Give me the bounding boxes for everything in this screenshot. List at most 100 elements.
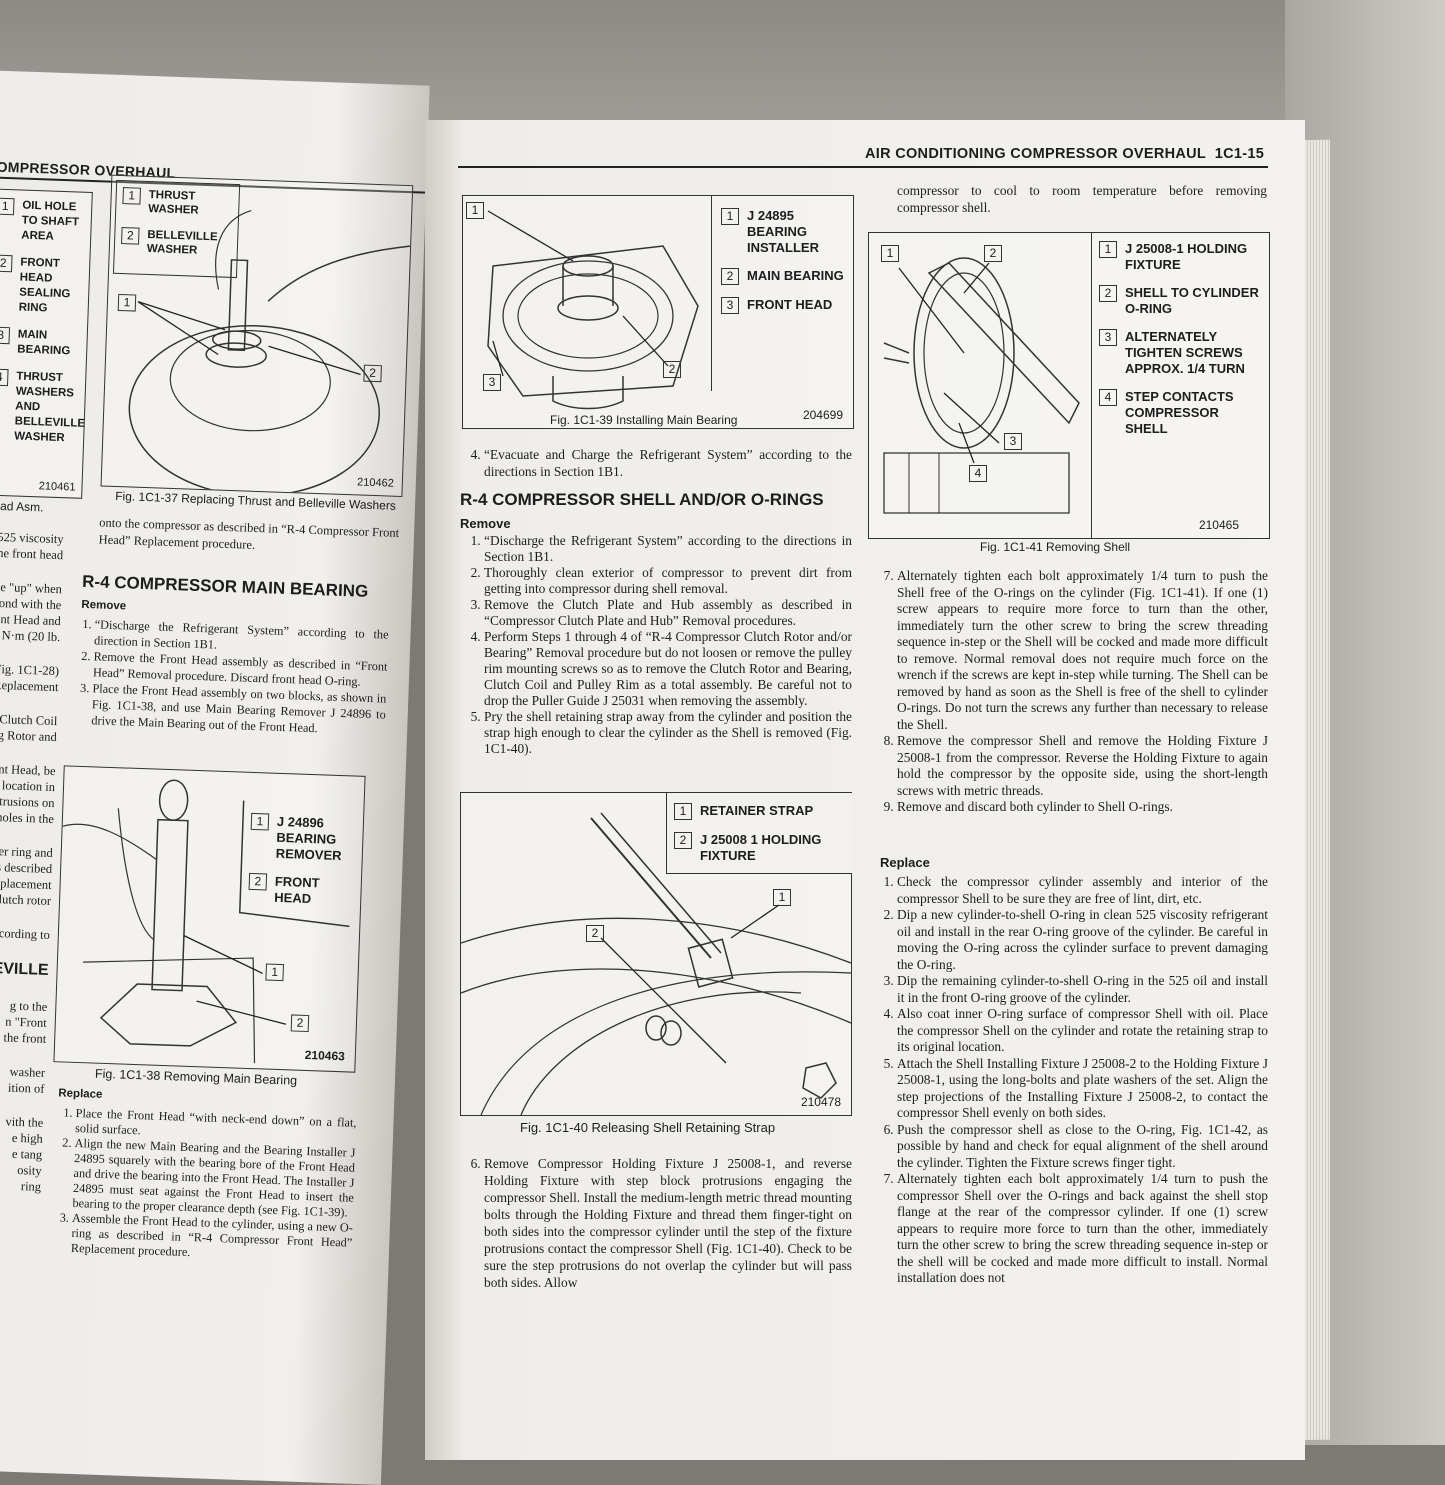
legend-number: 3: [721, 297, 739, 314]
step-6: Remove Compressor Holding Fixture J 2500…: [460, 1155, 852, 1291]
text-fragment: the front: [3, 1030, 47, 1046]
legend-number: 3: [1099, 329, 1117, 346]
text-fragment: vith the: [5, 1114, 44, 1130]
list-item: Thoroughly clean exterior of compressor …: [484, 565, 852, 597]
text-fragment: e tang: [11, 1146, 43, 1162]
replace-heading: Replace: [58, 1087, 103, 1101]
header-title: AIR CONDITIONING COMPRESSOR OVERHAUL: [865, 146, 1207, 162]
legend-number: 1: [250, 812, 270, 831]
text-fragment: iner ring and: [0, 843, 53, 861]
callout-1: 1: [773, 889, 791, 906]
text-fragment: the Front Head and: [0, 611, 62, 629]
legend-label: ALTERNATELY TIGHTEN SCREWS APPROX. 1/4 T…: [1125, 329, 1245, 376]
list-item: Also coat inner O-ring surface of compre…: [897, 1006, 1268, 1056]
text-fragment: EVILLE: [0, 959, 49, 979]
legend-item: 3 MAIN BEARING: [0, 326, 85, 360]
callout-3: 3: [483, 374, 501, 391]
remove-steps: “Discharge the Refrigerant System” accor…: [460, 533, 852, 757]
list-item: “Discharge the Refrigerant System” accor…: [484, 533, 852, 565]
section-title: R-4 COMPRESSOR MAIN BEARING: [81, 571, 369, 601]
legend-number: 2: [674, 832, 692, 849]
text-fragment: g to the: [9, 998, 48, 1014]
figure-code: 210465: [1198, 518, 1239, 532]
text-fragment: ition of: [7, 1080, 45, 1096]
list-item: Dip a new cylinder-to-shell O-ring in cl…: [897, 907, 1268, 973]
text-fragment: , using Rotor and: [0, 727, 58, 745]
text-fragment: mbly, Clutch Coil: [0, 711, 58, 729]
list-item: Remove and discard both cylinder to Shel…: [897, 799, 1268, 816]
callout-1: 1: [117, 293, 137, 312]
remove-heading: Remove: [460, 516, 511, 531]
text-fragment: d to be "up" when: [0, 579, 63, 597]
legend-label: J 25008-1 HOLDING FIXTURE: [1125, 241, 1248, 272]
text-fragment: clean 525 viscosity: [0, 529, 64, 547]
section-title: R-4 COMPRESSOR SHELL AND/OR O-RINGS: [460, 490, 824, 509]
callout-2: 2: [290, 1014, 310, 1033]
list-item: Align the new Main Bearing and the Beari…: [72, 1136, 355, 1221]
right-page-header: AIR CONDITIONING COMPRESSOR OVERHAUL 1C1…: [865, 146, 1264, 162]
list-item: Alternately tighten each bolt approximat…: [897, 1171, 1268, 1287]
figure-caption: Fig. 1C1-39 Installing Main Bearing: [550, 413, 738, 427]
legend-number: 2: [721, 268, 739, 285]
callout-2: 2: [586, 925, 604, 942]
remove-heading: Remove: [81, 598, 127, 613]
legend-item: 3 FRONT HEAD: [721, 297, 851, 314]
list-item: Perform Steps 1 through 4 of “R-4 Compre…: [484, 629, 852, 709]
text-fragment: l kit (Fig. 1C1-28): [0, 661, 60, 679]
bearing-remover-illustration: [62, 779, 350, 1064]
legend-label: RETAINER STRAP: [700, 803, 814, 818]
figure-caption: Fig. 1C1-38 Removing Main Bearing: [94, 1066, 298, 1088]
legend-number: 3: [0, 326, 11, 345]
figure-code: 210478: [800, 1095, 841, 1109]
legend-item: 3 ALTERNATELY TIGHTEN SCREWS APPROX. 1/4 …: [1099, 329, 1264, 377]
right-page: AIR CONDITIONING COMPRESSOR OVERHAUL 1C1…: [425, 120, 1305, 1460]
callout-2: 2: [984, 245, 1002, 262]
list-item: Assemble the Front Head to the cylinder,…: [71, 1211, 353, 1266]
legend-label: FRONT HEAD: [747, 297, 833, 312]
legend-label: SHELL TO CYLINDER O-RING: [1125, 285, 1259, 316]
text-fragment: to 27 N·m (20 lb.: [0, 627, 61, 645]
figure-caption: Fig. 1C1-41 Removing Shell: [980, 540, 1131, 554]
legend-number: 1: [674, 803, 692, 820]
replace-steps: Place the Front Head “with neck-end down…: [47, 1105, 357, 1266]
text-fragment: ove on the front head: [0, 544, 64, 563]
page-number: 1C1-15: [1214, 146, 1265, 162]
callout-1: 1: [265, 963, 284, 982]
legend-label: J 24896 BEARING REMOVER: [275, 813, 342, 864]
figure-code: 210463: [304, 1047, 346, 1064]
list-item: Pry the shell retaining strap away from …: [484, 709, 852, 757]
figure-code: 210461: [38, 480, 76, 494]
bearing-installer-illustration: [487, 210, 699, 410]
legend-label: MAIN BEARING: [747, 268, 844, 283]
legend-number: 2: [0, 254, 13, 273]
left-column-text: clean 525 viscosityove on the front head…: [0, 527, 64, 1194]
list-item: Dip the remaining cylinder-to-shell O-ri…: [897, 973, 1268, 1006]
callout-1: 1: [881, 245, 899, 262]
list-item: Push the compressor shell as close to th…: [897, 1122, 1268, 1172]
legend-label: MAIN BEARING: [17, 328, 71, 358]
legend-label: THRUST WASHERS AND BELLEVILLE WASHER: [14, 370, 86, 445]
retaining-strap-illustration: [461, 812, 851, 1115]
text-fragment: according to: [0, 925, 51, 942]
list-item: Remove the Clutch Plate and Hub assembly…: [484, 597, 852, 629]
list-item: Remove the compressor Shell and remove t…: [897, 733, 1268, 799]
list-item: Check the compressor cylinder assembly a…: [897, 874, 1268, 907]
figure-caption: Fig. 1C1-40 Releasing Shell Retaining St…: [520, 1120, 776, 1135]
legend-item: 2 MAIN BEARING: [721, 268, 851, 285]
list-item: Alternately tighten each bolt approximat…: [897, 568, 1268, 733]
replace-heading: Replace: [880, 855, 930, 870]
text-fragment: y as described: [0, 860, 53, 877]
callout-3: 3: [1004, 433, 1022, 450]
legend-item: 1 J 24896 BEARING REMOVER: [250, 812, 360, 865]
text-fragment: Replacement: [0, 875, 52, 892]
legend-label: J 24895 BEARING INSTALLER: [747, 208, 819, 255]
thrust-washer-illustration: [128, 209, 411, 496]
